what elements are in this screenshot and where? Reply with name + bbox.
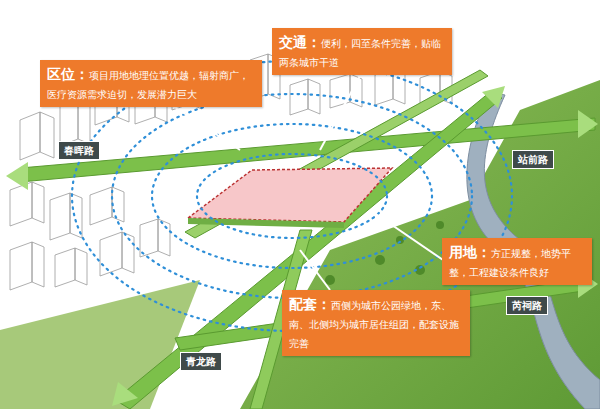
facilities-callout: 配套：西侧为城市公园绿地，东、南、北侧均为城市居住组团，配套设施完善 — [282, 290, 470, 356]
land-callout: 用地：方正规整，地势平整，工程建设条件良好 — [442, 238, 592, 285]
road-label: 青龙路 — [180, 352, 222, 371]
roads — [20, 70, 595, 409]
road-label: 芮祠路 — [506, 296, 548, 315]
road-name: 青龙路 — [186, 356, 216, 367]
road-name: 芮祠路 — [512, 300, 542, 311]
road-arrows — [6, 86, 598, 406]
road-label: 春晖路 — [58, 141, 100, 160]
callout-heading: 交通： — [279, 34, 321, 50]
road-label: 站前路 — [512, 150, 554, 169]
traffic-callout: 交通：便利，四至条件完善，贴临两条城市干道 — [272, 28, 452, 75]
callout-heading: 区位： — [47, 66, 89, 82]
callout-heading: 用地： — [449, 244, 491, 260]
green-strip — [0, 280, 200, 409]
location-callout: 区位：项目用地地理位置优越，辐射商广，医疗资源需求迫切，发展潜力巨大 — [40, 60, 262, 107]
road-name: 春晖路 — [64, 145, 94, 156]
callout-heading: 配套： — [289, 296, 331, 312]
project-site — [188, 168, 392, 222]
road-name: 站前路 — [518, 154, 548, 165]
leader-lines — [170, 76, 446, 290]
